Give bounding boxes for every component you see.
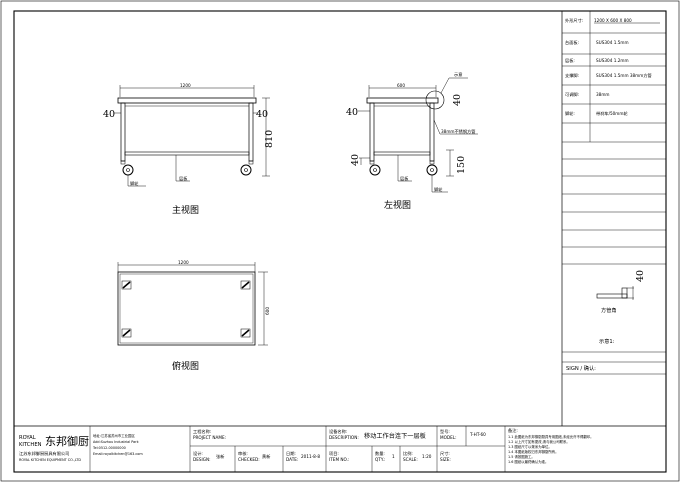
note-line: 1.5 请按图施工。 — [508, 454, 535, 459]
project-label: 工程名称: — [193, 428, 211, 435]
note-line: 1.2 以上尺寸如有更改,请与我公司联系。 — [508, 439, 570, 444]
detail-sketch: 40 方管角 示意1: — [596, 270, 646, 345]
front-side-left-dim: 40 — [103, 109, 115, 120]
top-caster-mark — [121, 328, 132, 338]
brand-cn: 东邦御厨 — [45, 434, 89, 448]
date-value: 2011-8-8 — [301, 454, 320, 459]
side-view-caption: 左视图 — [384, 199, 411, 211]
model-label: 型号: — [440, 428, 450, 435]
detail-value: 40 — [635, 270, 646, 282]
qty-label: 数量: — [375, 450, 385, 457]
side-mark-note: 示意 — [454, 71, 462, 77]
front-view: 1200 40 40 810 脚轮 层板 主视图 — [103, 83, 275, 216]
side-side-left-dim: 40 — [346, 107, 358, 118]
checker-value: 黄新 — [262, 453, 270, 460]
sign-label: SIGN / 确认: — [566, 364, 596, 372]
item-label-en: ITEM NO.: — [329, 457, 349, 462]
front-width-dim: 1200 — [180, 83, 191, 88]
scale-label-en: SCALE: — [403, 457, 418, 462]
top-caster-mark — [121, 280, 132, 290]
title-block: ROYAL KITCHEN 东邦御厨 江苏东邦御厨厨具有限公司 ROYAL KI… — [14, 425, 666, 472]
detail-label: 示意1: — [599, 337, 615, 345]
inner-frame — [13, 10, 667, 473]
detail-note: 方管角 — [601, 306, 617, 314]
size-label: 外形尺寸: — [565, 17, 583, 24]
spec-row-label: 支撑脚: — [565, 72, 579, 79]
side-view: 600 示意 40 40 38mm不锈钢方管 40 150 — [346, 71, 478, 211]
note-line: 1.3 图纸尺寸以毫米为单位。 — [508, 444, 552, 449]
designer-label-en: DESIGN: — [193, 457, 211, 462]
notes-title: 备注: — [508, 427, 518, 434]
front-side-right-dim: 40 — [256, 109, 268, 120]
company-tel: Tel:0512-00000000 — [92, 446, 126, 450]
side-height-left-dim: 40 — [350, 154, 361, 166]
front-view-caption: 主视图 — [172, 204, 199, 216]
model-label-en: MODEL: — [440, 435, 457, 440]
front-wheel-note: 脚轮 — [130, 180, 139, 187]
project-label-en: PROJECT NAME: — [193, 435, 226, 440]
size-value: 1200 X 600 X 800 — [594, 18, 632, 23]
spec-row-label: 层板: — [565, 57, 575, 64]
side-wheel-note: 脚轮 — [434, 186, 443, 193]
desc-label: 设备名称: — [329, 428, 347, 435]
desc-label-en: DESCRIPTION: — [329, 435, 359, 440]
brand-en-line2: KITCHEN — [19, 442, 42, 448]
model-value: T-HT-60 — [469, 432, 486, 437]
checker-label: 审核: — [238, 450, 248, 457]
front-shelf-note: 层板 — [179, 175, 188, 182]
scale-value: 1:20 — [422, 454, 432, 459]
top-view-caption: 俯视图 — [172, 360, 199, 372]
designer-value: 张新 — [216, 453, 224, 460]
spec-row-value: SUS304 1.2mm — [596, 58, 629, 63]
size-block-label: 尺寸: — [440, 450, 450, 457]
company-address: 地址:江苏省苏州市工业园区 — [93, 433, 135, 438]
side-width-dim: 600 — [397, 83, 405, 88]
side-side-right-dim: 40 — [452, 94, 463, 106]
date-label: 日期: — [286, 451, 296, 457]
front-height-dim: 810 — [264, 130, 275, 148]
top-caster-mark — [240, 328, 251, 338]
top-view: 1200 600 俯视图 — [117, 260, 270, 372]
size-block-label-en: SIZE: — [440, 457, 451, 462]
spec-row-value: SUS304 1.5mm 38mm方管 — [596, 72, 652, 79]
company-email: Email:royalkitchen@163.com — [93, 452, 143, 456]
spec-row-label: 可调脚: — [565, 91, 579, 98]
spec-row-value: 带刹车/50mm轮 — [596, 110, 628, 117]
spec-row-label: 台面板: — [565, 39, 579, 46]
note-line: 1.1 此图纸为东邦御厨厨具专用图纸,未经允许不得翻印。 — [508, 434, 594, 439]
side-leg-note: 38mm不锈钢方管 — [441, 128, 475, 135]
top-depth-dim: 600 — [265, 307, 270, 315]
scale-label: 比例: — [403, 450, 413, 457]
note-line: 1.6 图纸以最终确认为准。 — [508, 459, 548, 464]
designer-label: 设计: — [193, 450, 203, 457]
desc-value: 移动工作台连下一层板 — [364, 432, 426, 440]
note-line: 1.4 本图纸版权归东邦御厨所有。 — [508, 449, 559, 454]
company-name-en: ROYAL KITCHEN EQUIPMENT CO.,LTD — [19, 458, 81, 462]
spec-panel: 外形尺寸: 1200 X 600 X 800 台面板: SUS304 1.5mm… — [561, 11, 666, 426]
item-label: 项目: — [329, 451, 339, 457]
side-shelf-note: 层板 — [400, 175, 409, 182]
top-caster-mark — [240, 280, 251, 290]
spec-row-value: 38mm — [596, 92, 610, 97]
spec-row-value: SUS304 1.5mm — [596, 40, 629, 45]
date-label-en: DATE: — [286, 457, 298, 462]
side-bottom-height-dim: 150 — [456, 156, 467, 174]
checker-label-en: CHECKED: — [238, 457, 260, 462]
top-width-dim: 1200 — [178, 260, 189, 265]
company-address-en: Add:Suzhou Industrial Park — [93, 440, 139, 444]
qty-value: 1 — [392, 454, 395, 459]
company-name: 江苏东邦御厨厨具有限公司 — [19, 450, 69, 457]
spec-row-label: 脚轮: — [565, 110, 575, 117]
qty-label-en: QTY.: — [375, 457, 385, 462]
brand-en-line1: ROYAL — [19, 435, 36, 441]
